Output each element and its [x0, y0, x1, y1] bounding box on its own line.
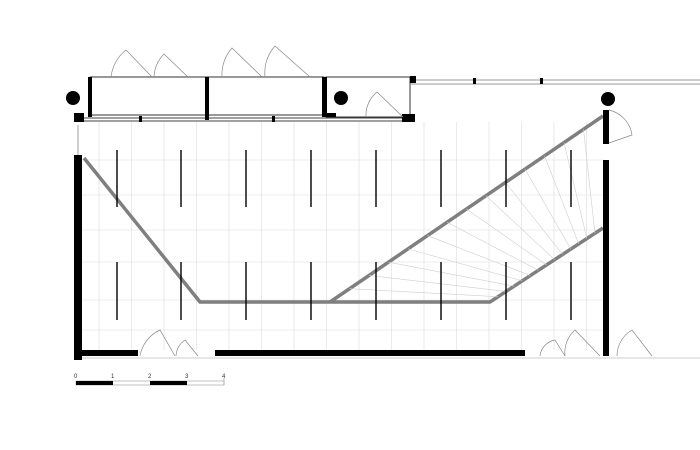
door [564, 329, 601, 357]
doors[interactable] [110, 45, 653, 357]
column [66, 91, 80, 105]
door [110, 49, 153, 78]
ramp-outline [82, 114, 604, 304]
ramp-step [466, 208, 547, 266]
door [221, 47, 263, 78]
door [539, 339, 566, 357]
scale-label: 3 [185, 374, 189, 380]
ramp-step [368, 275, 507, 292]
scale-label: 2 [148, 374, 152, 380]
door [608, 109, 633, 144]
ramp-step [388, 261, 515, 287]
scale-label: 4 [222, 374, 226, 380]
door [139, 329, 176, 357]
door [153, 53, 189, 78]
light-fixtures [116, 150, 572, 320]
scale-label: 1 [111, 374, 115, 380]
door [616, 329, 653, 357]
scale-bar: 0 1 2 3 4 [74, 374, 226, 386]
ramp-step [485, 195, 555, 260]
ramp-step [524, 168, 571, 250]
columns [66, 91, 615, 106]
ramp-step [583, 129, 596, 234]
walls [74, 76, 700, 360]
column [601, 92, 615, 106]
door [365, 91, 404, 118]
ramp-step [563, 142, 588, 239]
floor-grid [82, 122, 603, 350]
ramp-step [505, 182, 563, 255]
door [175, 339, 199, 357]
column [334, 91, 348, 105]
ramp-hatch [349, 129, 596, 298]
ramp-step [544, 155, 580, 244]
ramp-step [349, 288, 499, 298]
ramp-step [427, 235, 531, 276]
ramp-step [407, 248, 523, 282]
ramp-step [446, 222, 539, 271]
scale-label: 0 [74, 374, 78, 380]
door [264, 45, 311, 78]
